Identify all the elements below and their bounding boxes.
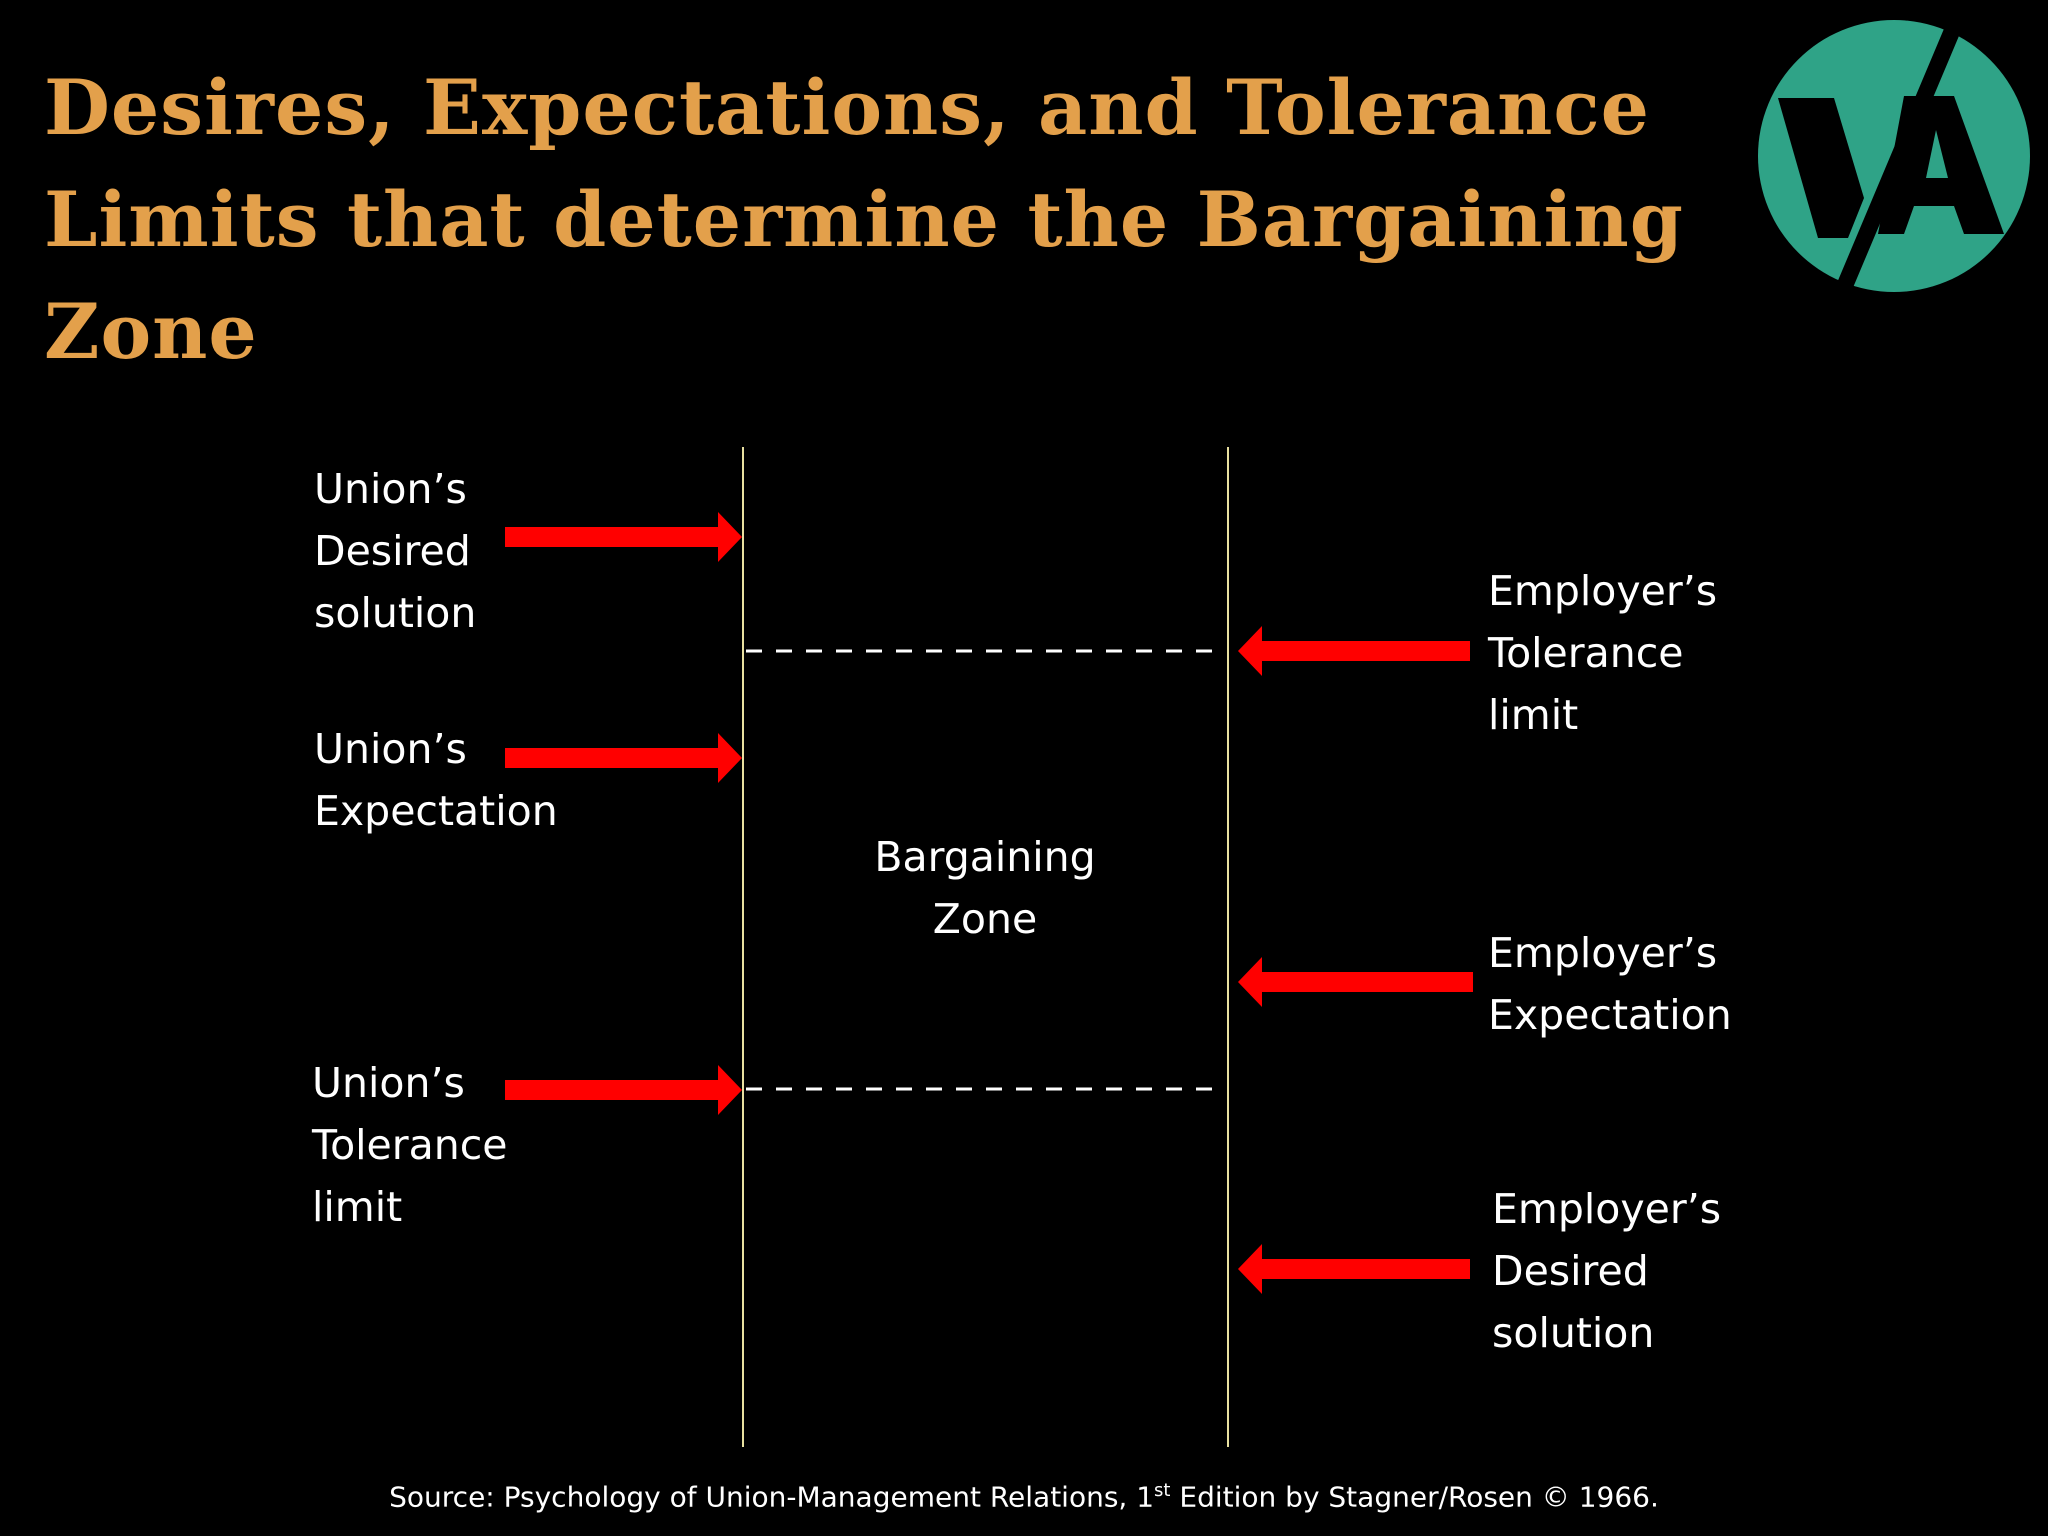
employer-desired-arrow-icon <box>1238 1244 1470 1294</box>
title-line-2: Limits that determine the Bargaining <box>44 175 1684 264</box>
title-line-1: Desires, Expectations, and Tolerance <box>44 63 1651 152</box>
employer-tolerance-arrow-icon <box>1238 626 1470 676</box>
union-tolerance-label: Union’s Tolerance limit <box>312 1059 508 1231</box>
title-line-3: Zone <box>44 287 258 376</box>
employer-expectation-arrow-icon <box>1238 957 1473 1007</box>
source-text-after: Edition by Stagner/Rosen © 1966. <box>1170 1480 1659 1514</box>
source-superscript: st <box>1154 1480 1171 1501</box>
source-text-before: Source: Psychology of Union-Management R… <box>389 1480 1155 1514</box>
bargaining-zone-label: Bargaining Zone <box>874 833 1096 943</box>
page-title: Desires, Expectations, and Tolerance Lim… <box>44 52 1684 388</box>
employer-expectation-label: Employer’s Expectation <box>1488 929 1732 1039</box>
employer-tolerance-label: Employer’s Tolerance limit <box>1488 567 1718 739</box>
employer-desired-label: Employer’s Desired solution <box>1492 1185 1722 1357</box>
source-citation: Source: Psychology of Union-Management R… <box>0 1480 2048 1513</box>
va-logo-icon <box>1758 20 2030 292</box>
union-tolerance-arrow-icon <box>505 1065 742 1115</box>
union-expectation-arrow-icon <box>505 733 742 783</box>
union-desired-label: Union’s Desired solution <box>314 465 477 637</box>
union-expectation-label: Union’s Expectation <box>314 725 558 835</box>
union-desired-arrow-icon <box>505 512 742 562</box>
